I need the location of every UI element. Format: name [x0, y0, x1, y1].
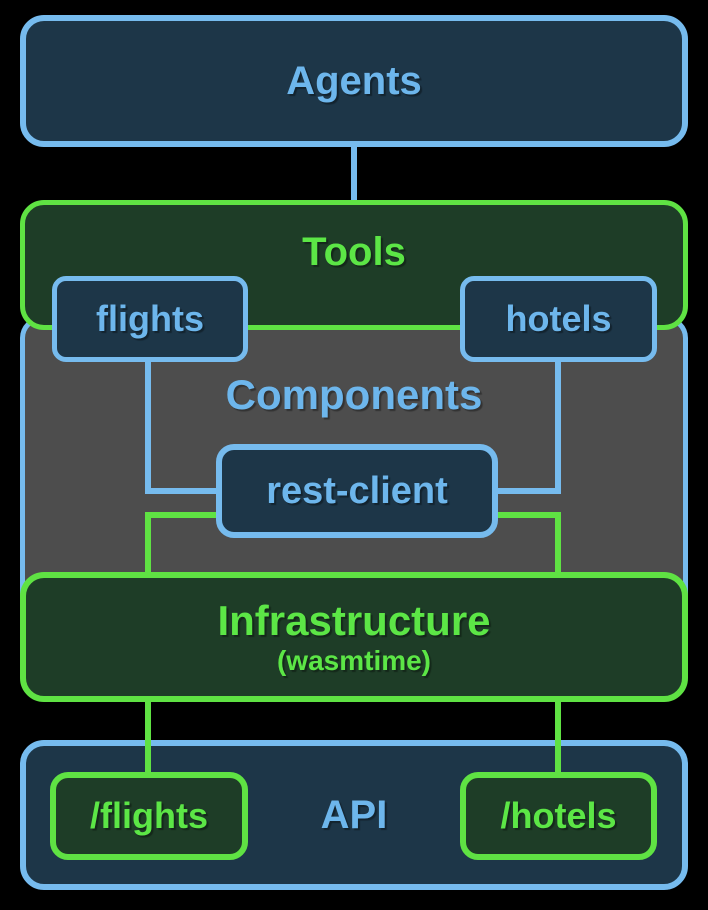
agents-layer-box: Agents: [20, 15, 688, 147]
rest-client-node: rest-client: [216, 444, 498, 538]
edge-flights-restclient: [145, 358, 151, 494]
flights-endpoint-node: /flights: [50, 772, 248, 860]
edge-restclient-infrastructure-right: [555, 512, 561, 576]
hotels-endpoint-node: /hotels: [460, 772, 657, 860]
infrastructure-layer-box: Infrastructure (wasmtime): [20, 572, 688, 702]
edge-hotels-restclient: [555, 358, 561, 494]
components-label: Components: [225, 371, 483, 418]
hotels-node: hotels: [460, 276, 657, 362]
api-label: API: [320, 793, 388, 837]
infrastructure-sublabel: (wasmtime): [276, 644, 432, 676]
rest-client-label: rest-client: [266, 470, 448, 512]
hotels-endpoint-label: /hotels: [500, 795, 617, 836]
edge-infrastructure-flights-endpoint: [145, 700, 151, 778]
flights-label: flights: [96, 298, 204, 339]
infrastructure-label: Infrastructure: [217, 596, 491, 644]
tools-label: Tools: [302, 230, 406, 274]
edge-agents-tools: [351, 145, 357, 203]
flights-endpoint-label: /flights: [90, 795, 208, 836]
agents-label: Agents: [286, 59, 422, 103]
flights-node: flights: [52, 276, 248, 362]
edge-infrastructure-hotels-endpoint: [555, 700, 561, 778]
edge-restclient-infrastructure-left: [145, 512, 151, 576]
hotels-label: hotels: [505, 298, 612, 339]
